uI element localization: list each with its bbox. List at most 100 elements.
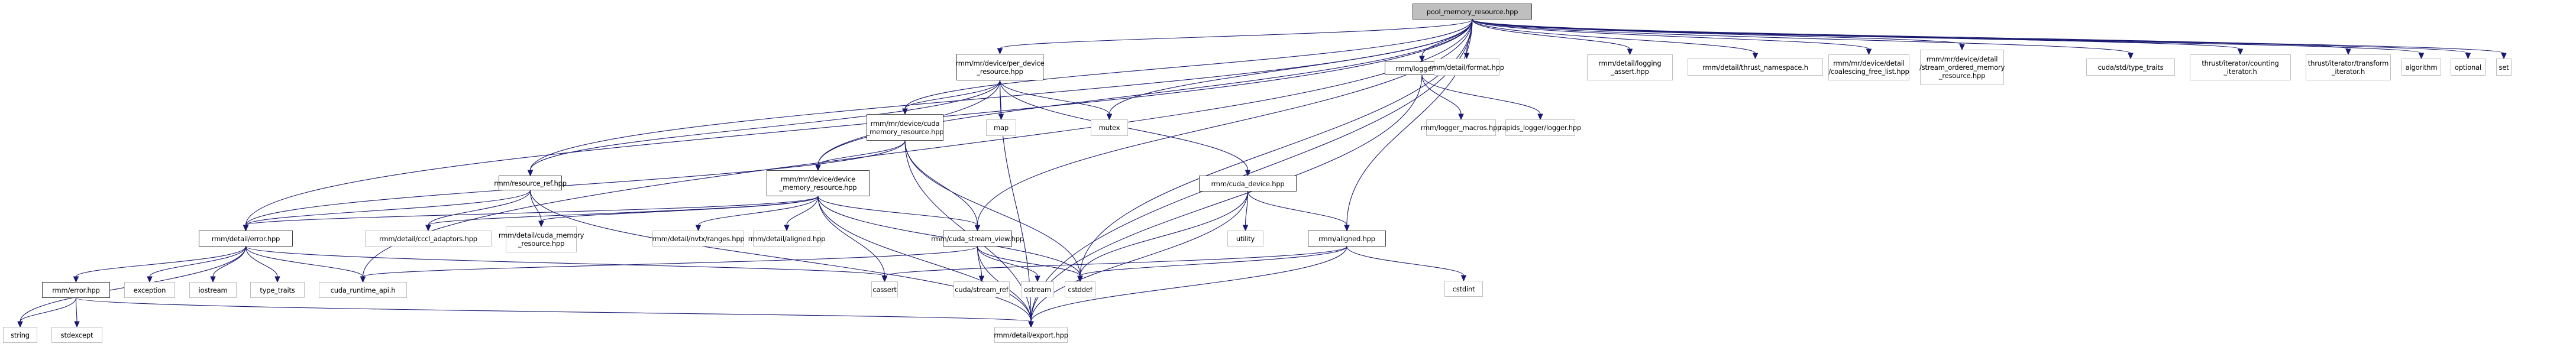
- node-exception: exception: [124, 282, 175, 298]
- edge-device-mr-to-detail-cuda-mr: [541, 196, 819, 222]
- node-detail-error[interactable]: rmm/detail/error.hpp: [199, 231, 293, 247]
- edge-aligned-to-cstddef: [1079, 246, 1347, 277]
- node-cuda-device[interactable]: rmm/cuda_device.hpp: [1199, 176, 1297, 192]
- node-counting: thrust/iterator/counting _iterator.h: [2190, 54, 2291, 80]
- node-label: rmm/cuda_device.hpp: [1211, 179, 1285, 188]
- node-cstddef: cstddef: [1065, 281, 1095, 297]
- node-label: rmm/detail/aligned.hpp: [748, 234, 826, 243]
- node-label: rmm/aligned.hpp: [1318, 234, 1375, 243]
- edge-pool-to-stream-ordered: [1472, 19, 1963, 45]
- node-label: rmm/logger_macros.hpp: [1420, 124, 1502, 132]
- node-cccl: rmm/detail/cccl_adaptors.hpp: [365, 231, 492, 247]
- edge-error-to-stdexcept: [75, 297, 77, 322]
- edge-pool-to-logging-assert: [1472, 19, 1631, 50]
- edge-per-device-to-resource-ref: [529, 80, 1001, 171]
- arrowhead-icon: [243, 225, 249, 232]
- node-detail-aligned: rmm/detail/aligned.hpp: [748, 231, 825, 247]
- arrowhead-icon: [978, 275, 985, 283]
- edge-detail-error-to-cassert: [245, 246, 885, 277]
- edge-pool-to-mutex: [1108, 19, 1473, 115]
- arrowhead-icon: [1866, 48, 1872, 56]
- arrowhead-icon: [1458, 113, 1464, 121]
- edge-error-to-export: [75, 297, 1032, 322]
- edge-pool-to-cuda-mr: [904, 19, 1473, 109]
- edge-cuda-mr-to-stream-view: [904, 140, 978, 226]
- arrowhead-icon: [974, 225, 981, 232]
- arrowhead-icon: [1077, 275, 1083, 283]
- edge-cuda-device-to-cstddef: [1079, 191, 1249, 277]
- node-logging-assert: rmm/detail/logging _assert.hpp: [1587, 54, 1673, 80]
- node-label: rmm/mr/device/device _memory_resource.hp…: [779, 175, 857, 192]
- edge-pool-to-thrust-ns: [1472, 19, 1756, 54]
- arrowhead-icon: [74, 321, 80, 328]
- node-label: rmm/mr/device/cuda _memory_resource.hpp: [866, 119, 944, 136]
- edge-resource-ref-to-export: [529, 190, 1032, 322]
- edge-device-mr-to-cassert: [817, 196, 885, 277]
- node-error[interactable]: rmm/error.hpp: [42, 282, 110, 298]
- node-label: cuda/std/type_traits: [2097, 63, 2164, 72]
- node-mutex: mutex: [1091, 119, 1128, 136]
- node-nvtx: rmm/detail/nvtx/ranges.hpp: [652, 231, 745, 247]
- node-device-mr[interactable]: rmm/mr/device/device _memory_resource.hp…: [767, 170, 870, 196]
- edge-cuda-mr-to-device-mr: [817, 140, 906, 166]
- arrowhead-icon: [2345, 48, 2351, 56]
- node-stream-ref: cuda/stream_ref: [954, 281, 1010, 297]
- node-logger-macros: rmm/logger_macros.hpp: [1421, 119, 1502, 136]
- edge-pool-to-stream-view: [977, 19, 1473, 226]
- edge-logger-to-logger-macros: [1421, 74, 1462, 115]
- edge-pool-to-per-device: [999, 19, 1473, 49]
- node-per-device[interactable]: rmm/mr/device/per_device _resource.hpp: [955, 54, 1045, 80]
- node-label: mutex: [1098, 124, 1120, 132]
- arrowhead-icon: [1752, 53, 1759, 60]
- edge-cuda-device-to-aligned: [1247, 191, 1347, 226]
- node-cuda-mr[interactable]: rmm/mr/device/cuda _memory_resource.hpp: [866, 114, 944, 141]
- edge-pool-to-set: [1472, 19, 2504, 54]
- node-algorithm: algorithm: [2402, 59, 2441, 76]
- node-map: map: [986, 119, 1016, 136]
- arrowhead-icon: [360, 276, 366, 283]
- node-resource-ref[interactable]: rmm/resource_ref.hpp: [494, 176, 567, 190]
- node-set: set: [2496, 59, 2512, 76]
- node-label: set: [2499, 63, 2509, 72]
- edge-resource-ref-to-cccl: [428, 190, 531, 226]
- node-label: rmm/mr/device/detail /stream_ordered_mem…: [1919, 55, 2005, 80]
- edge-logger-to-rapids-logger: [1421, 74, 1541, 115]
- arrowhead-icon: [815, 164, 821, 171]
- node-label: cstddef: [1068, 285, 1093, 294]
- edges-layer: [17, 19, 2507, 328]
- edge-per-device-to-cuda-mr: [904, 80, 1001, 109]
- arrowhead-icon: [73, 276, 79, 283]
- edge-cuda-mr-to-cstddef: [904, 140, 1081, 277]
- node-stream-ordered: rmm/mr/device/detail /stream_ordered_mem…: [1919, 50, 2005, 85]
- edge-error-to-string: [20, 297, 77, 322]
- node-stream-view[interactable]: rmm/cuda_stream_view.hpp: [931, 231, 1024, 247]
- arrowhead-icon: [1028, 321, 1034, 328]
- edge-cuda-device-to-export: [1030, 191, 1249, 322]
- arrowhead-icon: [2128, 53, 2134, 60]
- edge-stream-view-to-ostream: [977, 246, 1038, 277]
- node-label: rmm/detail/nvtx/ranges.hpp: [652, 234, 745, 243]
- node-label: pool_memory_resource.hpp: [1426, 7, 1518, 16]
- arrowhead-icon: [1959, 44, 1965, 51]
- node-pool[interactable]: pool_memory_resource.hpp: [1413, 4, 1532, 20]
- edge-detail-error-to-cuda-runtime: [245, 246, 364, 277]
- arrowhead-icon: [274, 276, 280, 283]
- edge-device-mr-to-detail-aligned: [786, 196, 819, 226]
- edge-pool-to-resource-ref: [529, 19, 1473, 171]
- node-aligned[interactable]: rmm/aligned.hpp: [1308, 231, 1386, 247]
- node-label: rmm/mr/device/per_device _resource.hpp: [955, 59, 1045, 76]
- node-label: rmm/detail/export.hpp: [994, 330, 1068, 339]
- node-thrust-ns: rmm/detail/thrust_namespace.h: [1688, 59, 1823, 76]
- node-label: iostream: [198, 286, 228, 294]
- arrowhead-icon: [1419, 56, 1425, 63]
- arrowhead-icon: [695, 225, 702, 232]
- edge-device-mr-to-detail-error: [245, 196, 819, 226]
- node-string: string: [3, 327, 37, 343]
- edge-per-device-to-mutex: [999, 80, 1110, 115]
- node-type-traits: type_traits: [250, 282, 305, 298]
- arrowhead-icon: [538, 220, 544, 228]
- node-label: cuda/stream_ref: [955, 285, 1009, 294]
- arrowhead-icon: [881, 275, 888, 283]
- edge-stream-view-to-cuda-runtime: [362, 246, 978, 277]
- node-cstdint: cstdint: [1444, 281, 1483, 297]
